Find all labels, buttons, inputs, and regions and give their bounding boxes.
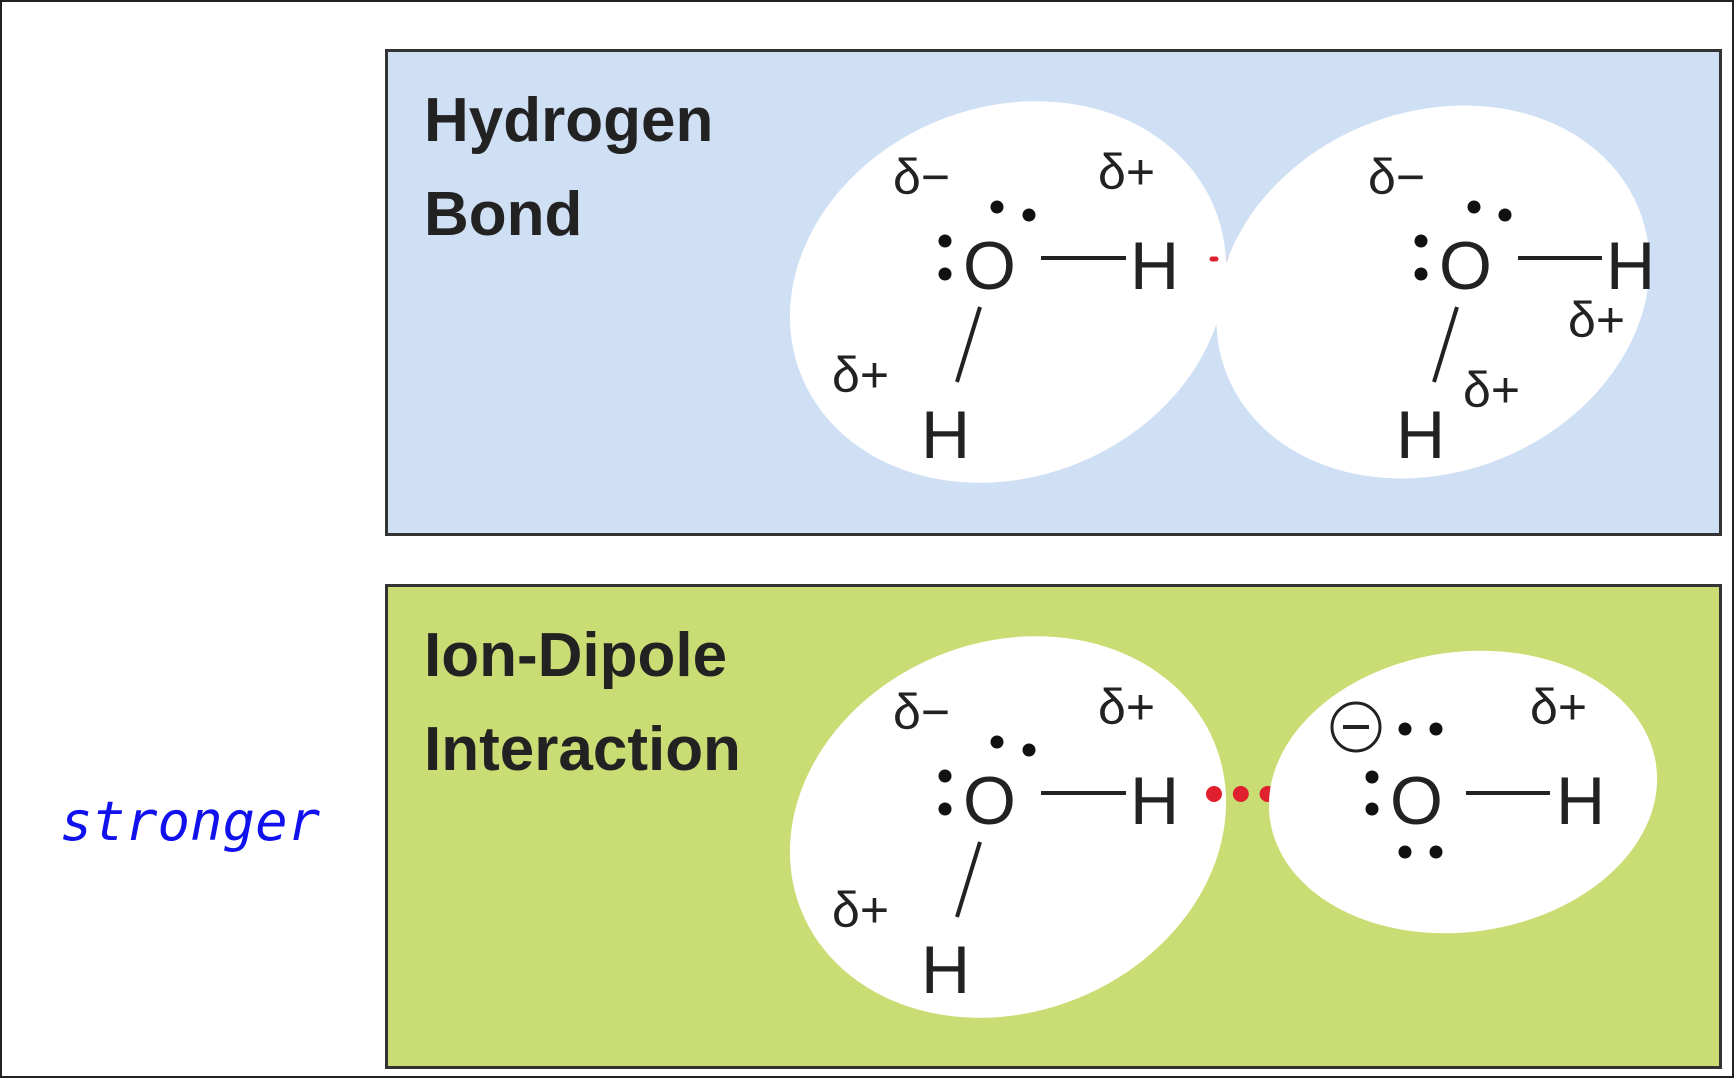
hydrogen-bond-panel: Hydrogen Bond O H H δ− δ+ δ+ — [385, 49, 1722, 536]
water-molecule-1: O H H δ− δ+ δ+ — [789, 101, 1227, 483]
hydrogen-atom-bottom: H — [921, 932, 970, 1008]
panel-title-line2: Bond — [424, 180, 583, 249]
partial-positive-h-right: δ+ — [1568, 292, 1625, 348]
hydrogen-bond-diagram: O H H δ− δ+ δ+ O H H δ− δ+ δ+ — [789, 101, 1655, 483]
partial-positive-h-right: δ+ — [1098, 144, 1155, 200]
stronger-label: stronger — [60, 790, 321, 853]
hydrogen-atom-bottom: H — [921, 397, 970, 473]
oxygen-atom: O — [963, 763, 1016, 839]
partial-negative-oxygen: δ− — [893, 684, 950, 740]
negative-charge-icon — [1330, 701, 1382, 753]
panel-title: Hydrogen Bond — [424, 74, 713, 262]
hydrogen-atom-right: H — [1606, 228, 1655, 304]
oxygen-atom: O — [963, 228, 1016, 304]
panel-title-line1: Ion-Dipole — [424, 621, 728, 690]
water-molecule: O H H δ− δ+ δ+ — [789, 636, 1227, 1018]
oxygen-atom: O — [1390, 763, 1443, 839]
partial-positive-h-right: δ+ — [1098, 679, 1155, 735]
partial-negative-oxygen: δ− — [1368, 149, 1425, 205]
ion-dipole-panel: Ion-Dipole Interaction O H H δ− δ+ δ+ — [385, 584, 1722, 1069]
hydrogen-atom-bottom: H — [1396, 397, 1445, 473]
hydrogen-atom-right: H — [1130, 763, 1179, 839]
panel-title: Ion-Dipole Interaction — [424, 609, 741, 797]
panel-title-line1: Hydrogen — [424, 86, 714, 155]
hydrogen-atom: H — [1556, 763, 1605, 839]
oxygen-atom: O — [1439, 228, 1492, 304]
panel-title-line2: Interaction — [424, 715, 741, 784]
ion-dipole-diagram: O H H δ− δ+ δ+ O H δ+ — [789, 636, 1658, 1018]
partial-positive-h-bottom: δ+ — [1463, 362, 1520, 418]
water-molecule-2: O H H δ− δ+ δ+ — [1216, 105, 1655, 479]
partial-positive-h-bottom: δ+ — [832, 882, 889, 938]
partial-positive-h: δ+ — [1530, 679, 1587, 735]
hydrogen-atom-right: H — [1130, 228, 1179, 304]
hydroxide-ion: O H δ+ — [1268, 650, 1658, 934]
partial-negative-oxygen: δ− — [893, 149, 950, 205]
partial-positive-h-bottom: δ+ — [832, 347, 889, 403]
